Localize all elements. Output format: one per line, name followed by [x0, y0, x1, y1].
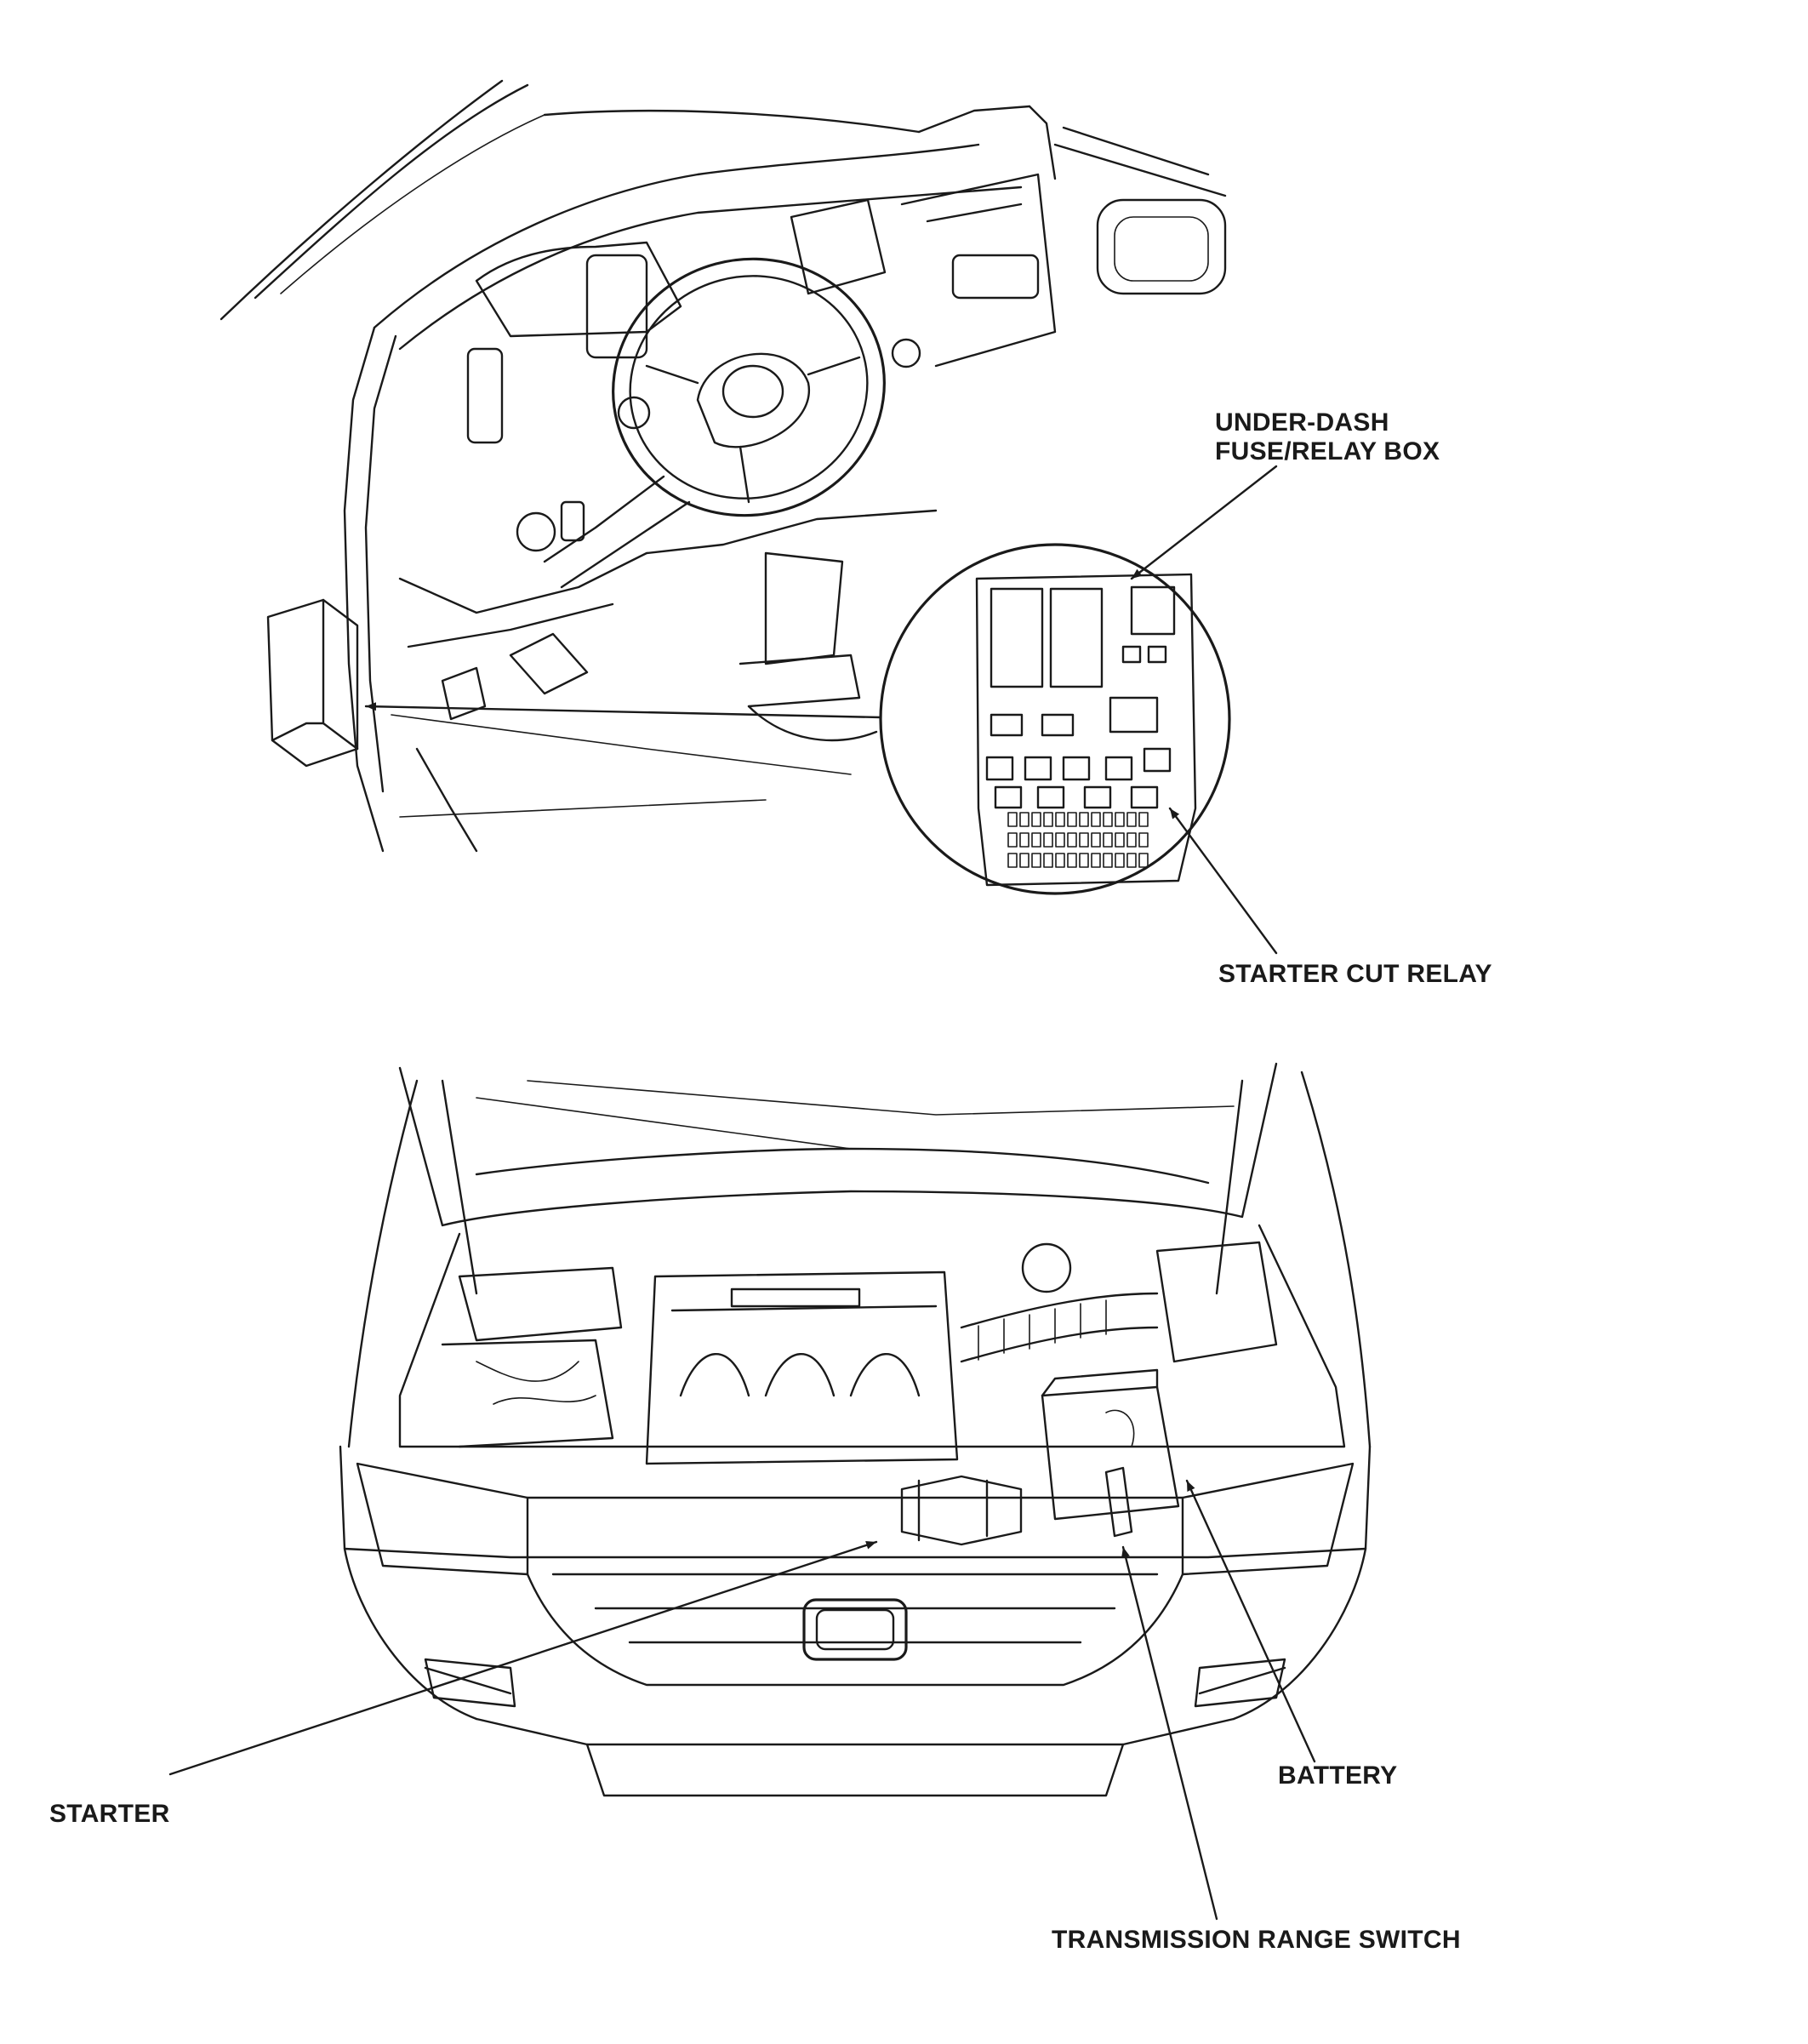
fuse-slot: [1055, 812, 1065, 827]
transmission-range-switch-leader-line: [1121, 1545, 1218, 1921]
fuse-slot: [1043, 812, 1053, 827]
fuse-slot: [1115, 832, 1125, 848]
fuse-slot: [1019, 853, 1029, 868]
fuse-slot: [1126, 812, 1137, 827]
fuse-slot: [1091, 832, 1101, 848]
transmission-range-switch-label: TRANSMISSION RANGE SWITCH: [1052, 1926, 1461, 1954]
fuse-slot: [1019, 812, 1029, 827]
under-dash-fuse-relay-box-label: UNDER-DASH FUSE/RELAY BOX: [1215, 408, 1440, 466]
fuse-slot: [1031, 853, 1041, 868]
fuse-slot: [1055, 832, 1065, 848]
fuse-slot: [1019, 832, 1029, 848]
fuse-slot: [1091, 853, 1101, 868]
under-dash-label-line2: FUSE/RELAY BOX: [1215, 437, 1440, 465]
starter-cut-relay-label: STARTER CUT RELAY: [1218, 960, 1492, 988]
starter-leader-line: [168, 1540, 878, 1776]
fuse-slot: [1007, 812, 1018, 827]
fuse-slot: [1138, 812, 1149, 827]
fuse-slot: [1138, 853, 1149, 868]
fuse-slot: [1067, 832, 1077, 848]
starter-label: STARTER: [49, 1800, 170, 1828]
fuse-grid: [1007, 812, 1149, 868]
under-dash-leader-line: [1130, 465, 1278, 580]
fuse-slot: [1031, 832, 1041, 848]
engine-bay-illustration: [339, 1062, 1372, 1797]
fuse-slot: [1031, 812, 1041, 827]
fuse-slot: [1115, 853, 1125, 868]
fuse-slot: [1079, 832, 1089, 848]
fuse-slot: [1126, 853, 1137, 868]
fuse-slot: [1079, 812, 1089, 827]
fuse-slot: [1007, 832, 1018, 848]
fuse-slot: [1126, 832, 1137, 848]
fuse-slot: [1055, 853, 1065, 868]
fuse-slot: [1007, 853, 1018, 868]
fuse-slot: [1103, 832, 1113, 848]
interior-dashboard-illustration: [220, 79, 1227, 853]
fuse-slot: [1043, 832, 1053, 848]
battery-label: BATTERY: [1278, 1761, 1398, 1790]
fuse-relay-box-magnified-view: [879, 543, 1231, 895]
magnify-leader-line: [364, 702, 882, 719]
fuse-slot: [1043, 853, 1053, 868]
fuse-slot: [1091, 812, 1101, 827]
fuse-slot: [1138, 832, 1149, 848]
under-dash-label-line1: UNDER-DASH: [1215, 408, 1389, 437]
fuse-slot: [1067, 812, 1077, 827]
battery-leader-line: [1185, 1479, 1316, 1763]
starter-cut-relay-leader-line: [1168, 807, 1278, 955]
fuse-slot: [1079, 853, 1089, 868]
fuse-slot: [1103, 812, 1113, 827]
fuse-slot: [1115, 812, 1125, 827]
fuse-slot: [1067, 853, 1077, 868]
fuse-slot: [1103, 853, 1113, 868]
